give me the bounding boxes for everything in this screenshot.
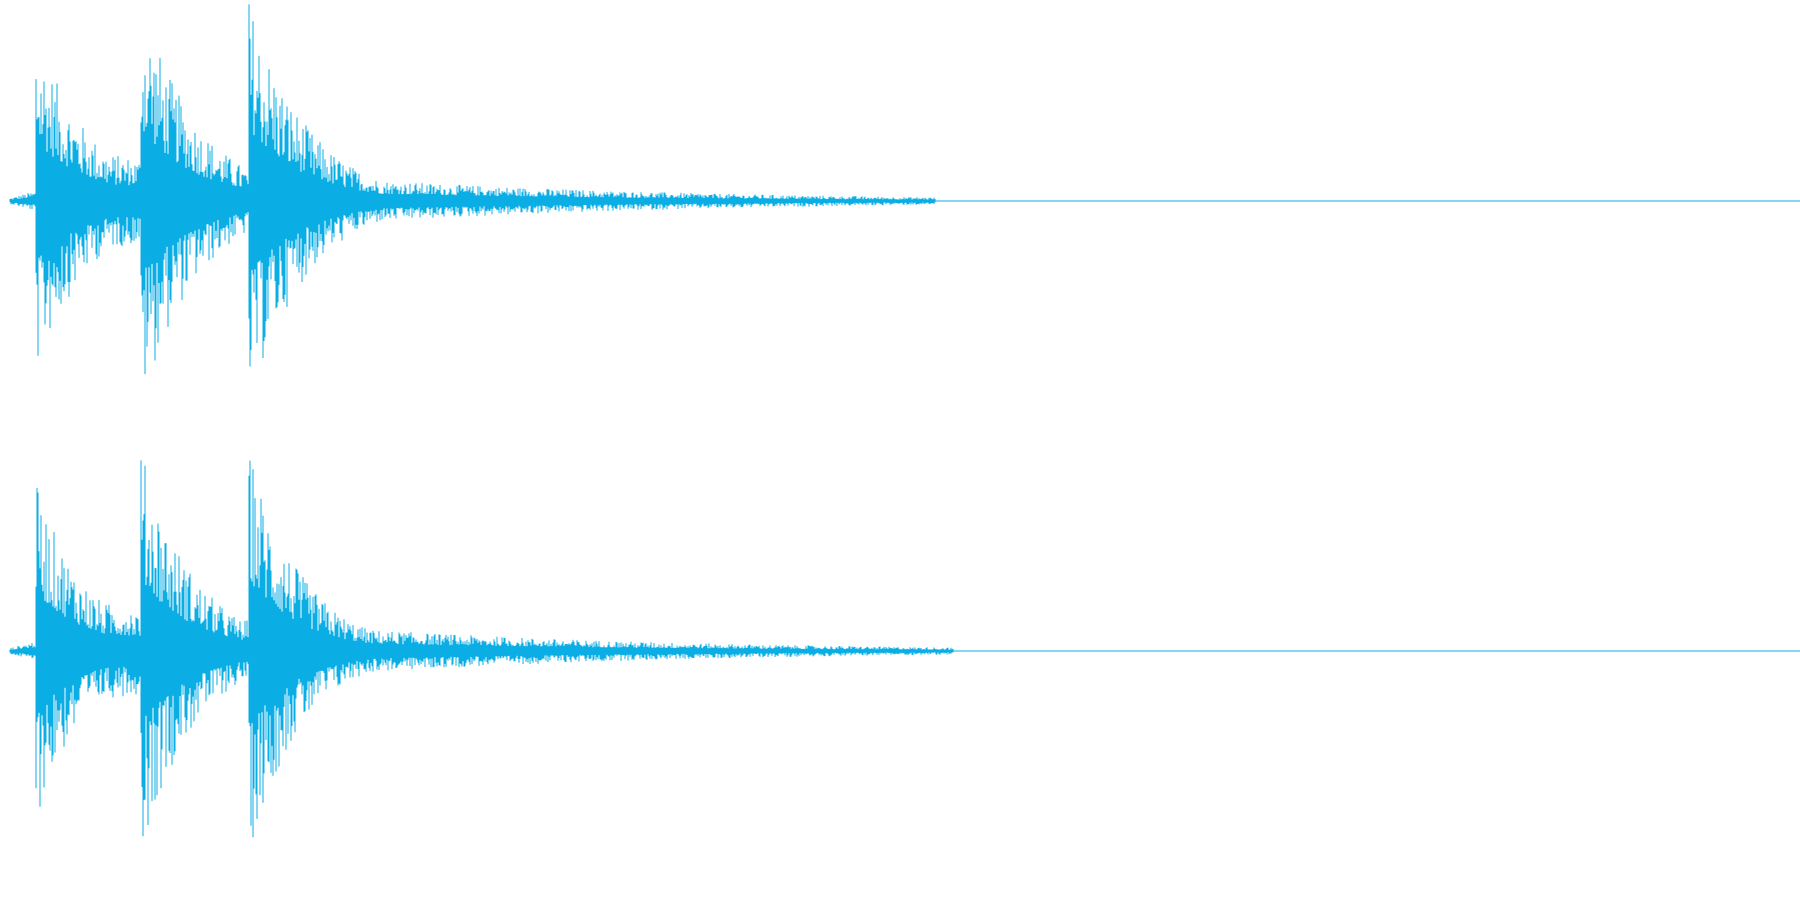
channel-1-signal xyxy=(9,4,936,375)
channel-1-waveform xyxy=(9,4,1800,375)
channel-2-signal xyxy=(9,460,954,838)
channel-2-waveform xyxy=(9,460,1800,838)
